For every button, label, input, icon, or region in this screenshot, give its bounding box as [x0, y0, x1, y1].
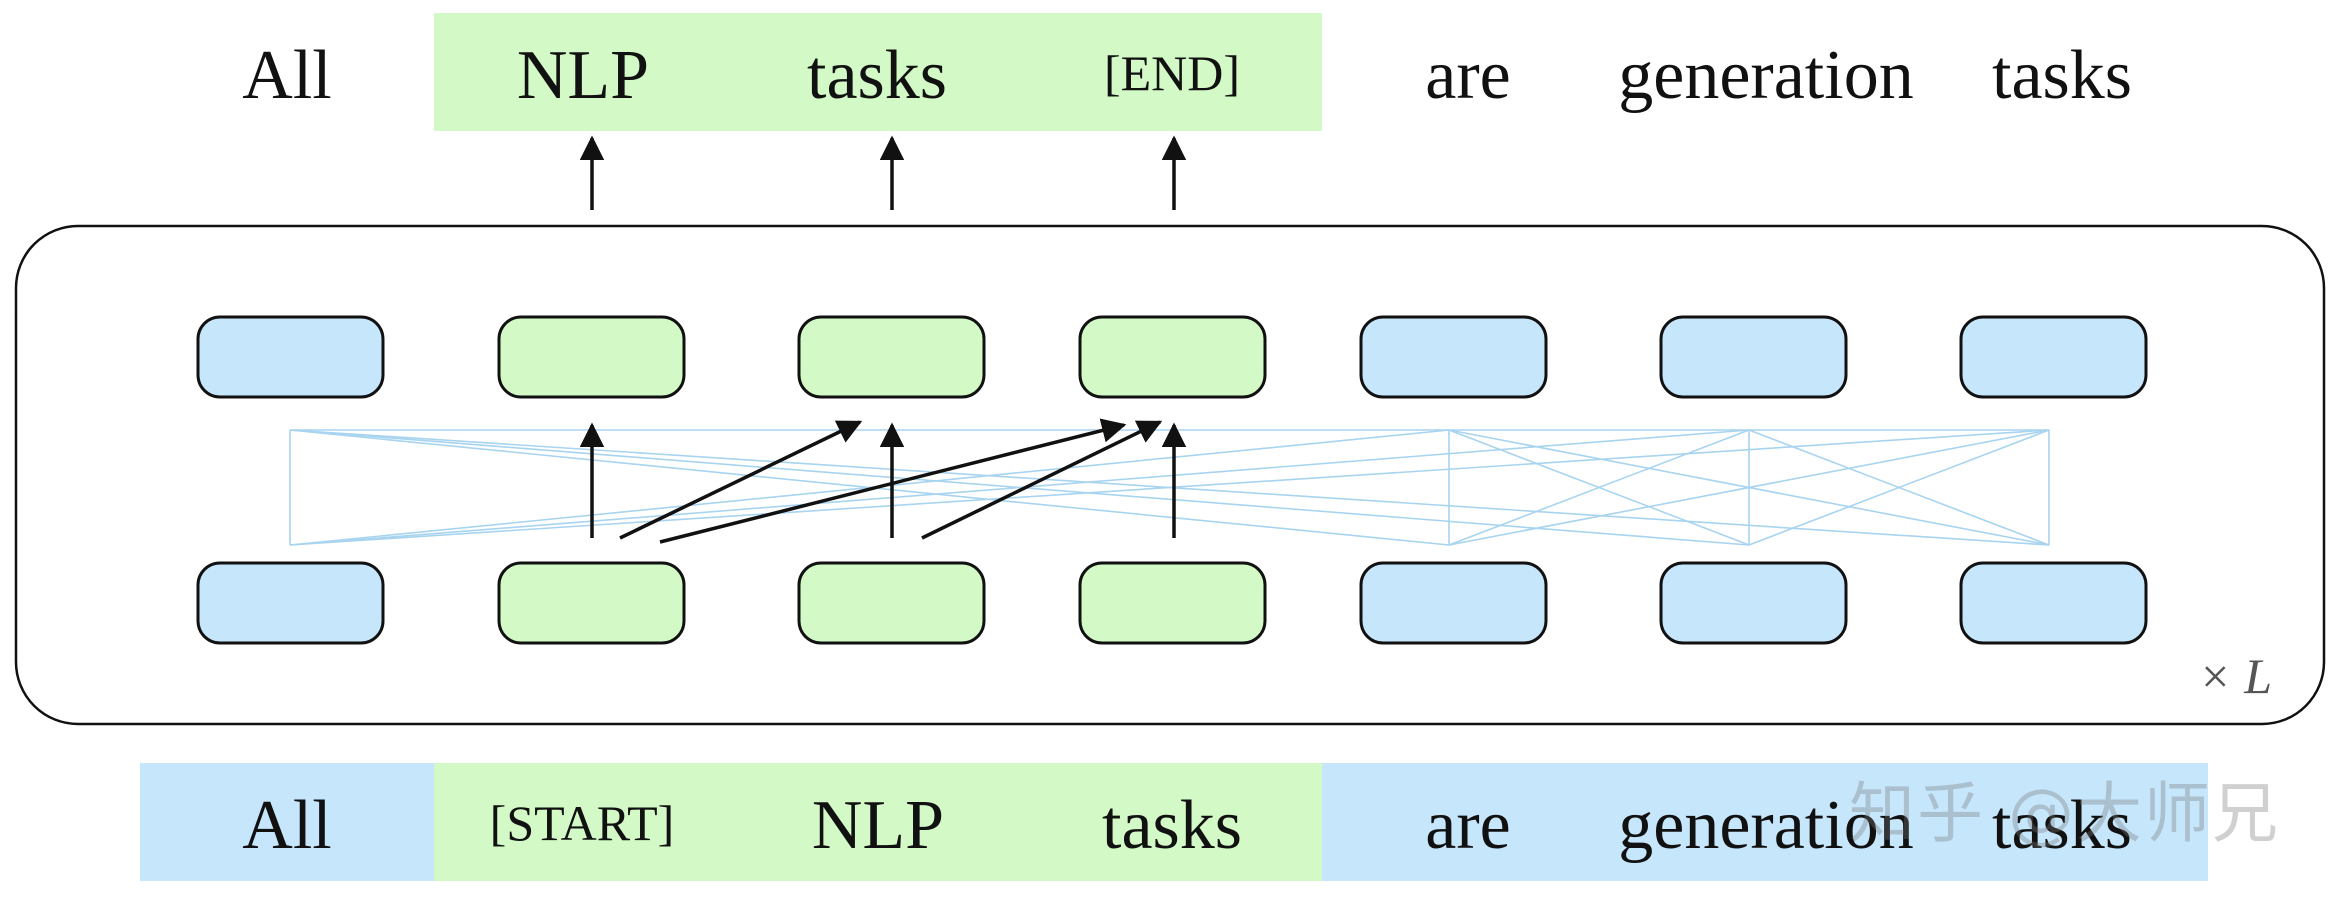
watermark: 知乎 @大师兄: [1849, 775, 2280, 852]
input-token: are: [1425, 787, 1510, 864]
hidden-unit: [1659, 561, 1848, 645]
output-highlight-band: [434, 13, 1322, 131]
transformer-block: [14, 224, 2326, 726]
input-token: All: [242, 787, 331, 864]
output-token: generation: [1618, 37, 1913, 114]
attention-connections: [289, 429, 2050, 546]
input-token-row: All [START] NLP tasks are generation tas…: [242, 787, 2132, 864]
output-token: are: [1425, 37, 1510, 114]
hidden-unit: [1359, 315, 1548, 399]
hidden-unit: [1359, 561, 1548, 645]
input-highlight-band: [140, 763, 2208, 881]
hidden-unit: [797, 561, 986, 645]
lower-unit-row: [196, 561, 2148, 645]
input-token: NLP: [812, 787, 944, 864]
input-token: generation: [1618, 787, 1913, 864]
hidden-unit: [196, 315, 385, 399]
input-token: tasks: [1992, 787, 2132, 864]
hidden-unit: [1959, 561, 2148, 645]
output-token: tasks: [807, 37, 947, 114]
output-token-row: All NLP tasks [END] are generation tasks: [242, 37, 2132, 114]
hidden-unit: [196, 561, 385, 645]
input-token: [START]: [490, 795, 675, 851]
hidden-unit: [1659, 315, 1848, 399]
output-arrows: [579, 135, 1187, 210]
output-token: tasks: [1992, 37, 2132, 114]
hidden-unit: [1078, 315, 1267, 399]
hidden-unit: [497, 315, 686, 399]
output-token: All: [242, 37, 331, 114]
output-token: [END]: [1104, 45, 1240, 101]
hidden-unit: [1078, 561, 1267, 645]
hidden-unit: [1959, 315, 2148, 399]
causal-attention-arrows: [579, 418, 1187, 544]
hidden-unit: [797, 315, 986, 399]
upper-unit-row: [196, 315, 2148, 399]
layer-multiplier-label: × L: [2198, 648, 2272, 704]
hidden-unit: [497, 561, 686, 645]
output-token: NLP: [517, 37, 649, 114]
input-token: tasks: [1102, 787, 1242, 864]
